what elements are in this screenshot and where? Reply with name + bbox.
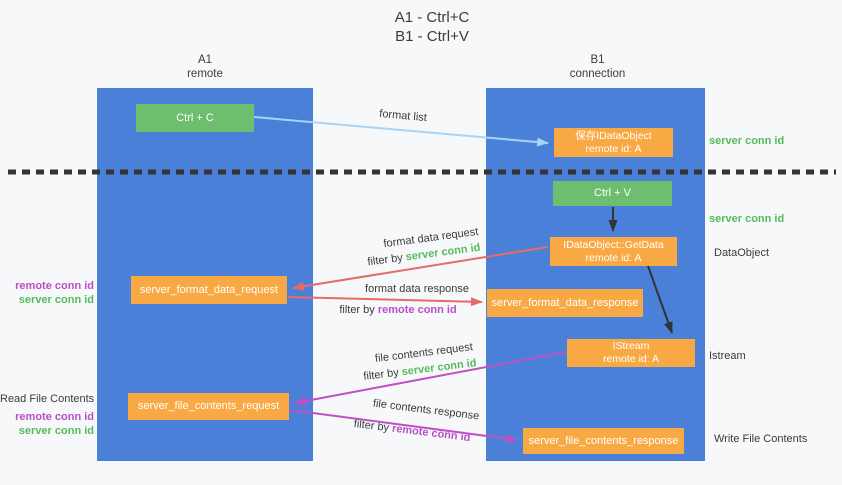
- filter-by-text: filter by: [353, 417, 390, 435]
- label-remote-conn-id-lower-left: remote conn id: [15, 411, 94, 423]
- label-server-conn-id-lower-left: server conn id: [18, 425, 94, 437]
- title-line-a1: A1 - Ctrl+C: [394, 9, 470, 26]
- label-dataobject: DataObject: [714, 247, 770, 259]
- node-istream-line1: IStream: [612, 340, 650, 352]
- label-format-list: format list: [378, 107, 428, 125]
- diagram-title: A1 - Ctrl+C B1 - Ctrl+V: [332, 8, 532, 46]
- node-ctrl-c: Ctrl + C: [136, 104, 254, 132]
- label-istream: Istream: [709, 350, 746, 362]
- lane-a1-subtitle: remote: [187, 68, 223, 80]
- node-save-idataobject-line1: 保存IDataObject: [575, 129, 652, 142]
- left-conn-id-block-upper: remote conn id server conn id: [0, 279, 94, 307]
- format-data-response-arrow: [287, 296, 483, 307]
- lane-b1-name: B1: [590, 54, 605, 66]
- node-server-file-contents-request: server_file_contents_request: [128, 393, 289, 420]
- node-ctrl-v: Ctrl + V: [553, 181, 672, 206]
- node-server-format-data-response: server_format_data_response: [487, 289, 643, 317]
- label-write-file-contents: Write File Contents: [714, 433, 808, 445]
- node-idataobject-getdata-line1: IDataObject::GetData: [563, 238, 664, 251]
- label-server-conn-id-upper-left: server conn id: [18, 294, 94, 306]
- node-server-file-contents-response: server_file_contents_response: [523, 428, 684, 454]
- filter-by-text: filter by: [339, 304, 375, 316]
- node-ctrl-v-label: Ctrl + V: [594, 187, 631, 199]
- node-idataobject-getdata-line2: remote id: A: [585, 251, 642, 264]
- lane-b1-header: B1 connection: [488, 53, 707, 81]
- left-conn-id-block-lower: remote conn id server conn id: [0, 410, 94, 438]
- node-ctrl-c-label: Ctrl + C: [176, 111, 214, 124]
- label-remote-conn-id-upper-left: remote conn id: [15, 280, 94, 292]
- node-istream-line2: remote id: A: [602, 353, 660, 365]
- label-read-file-contents: Read File Contents: [0, 393, 95, 405]
- node-server-format-data-response-label: server_format_data_response: [491, 296, 639, 309]
- lane-b1-subtitle: connection: [569, 68, 626, 80]
- lane-a1-header: A1 remote: [97, 53, 313, 81]
- node-save-idataobject-line2: remote id: A: [585, 142, 642, 155]
- node-idataobject-getdata: IDataObject::GetData remote id: A: [550, 237, 677, 266]
- lane-a1-name: A1: [197, 54, 213, 66]
- title-line-b1: B1 - Ctrl+V: [395, 28, 469, 45]
- label-server-conn-id-top-right: server conn id: [709, 135, 785, 147]
- node-save-idataobject: 保存IDataObject remote id: A: [554, 128, 673, 157]
- label-filter-by-remote-conn-id-1: filter by remote conn id: [318, 304, 478, 317]
- label-format-data-response: format data response: [365, 283, 469, 295]
- node-server-file-contents-response-label: server_file_contents_response: [528, 434, 679, 447]
- node-server-format-data-request-label: server_format_data_request: [139, 283, 279, 296]
- filter-by-text: filter by: [366, 251, 404, 269]
- label-server-conn-id-mid-right: server conn id: [709, 213, 785, 225]
- remote-conn-id-text: remote conn id: [377, 304, 457, 316]
- node-server-file-contents-request-label: server_file_contents_request: [137, 400, 280, 412]
- remote-conn-id-text: remote conn id: [391, 422, 472, 445]
- filter-by-text: filter by: [362, 366, 400, 383]
- node-server-format-data-request: server_format_data_request: [131, 276, 287, 304]
- node-istream: IStream remote id: A: [567, 339, 695, 367]
